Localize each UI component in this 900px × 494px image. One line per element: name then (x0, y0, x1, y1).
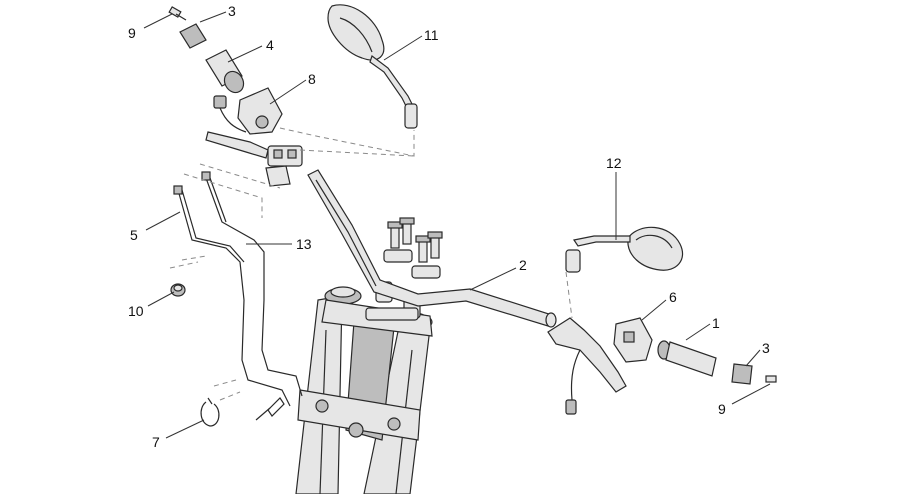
callout-3-right: 3 (762, 340, 770, 356)
callout-10: 10 (128, 303, 144, 319)
right-lever-assembly (547, 317, 627, 415)
left-switch-lever-assembly (205, 87, 303, 187)
callout-6: 6 (669, 289, 677, 305)
right-mirror (565, 226, 684, 273)
callout-9-top: 9 (128, 25, 136, 41)
front-fork-assembly (295, 281, 433, 494)
callout-8: 8 (308, 71, 316, 87)
callout-labels: 9 3 4 11 8 12 5 13 2 10 6 1 3 9 7 (128, 3, 770, 450)
callout-9-right: 9 (718, 401, 726, 417)
callout-11: 11 (424, 27, 439, 43)
leader-lines (143, 11, 771, 439)
clamp-bolts (383, 217, 443, 279)
callout-1: 1 (712, 315, 720, 331)
callout-13: 13 (296, 236, 312, 252)
callout-5: 5 (130, 227, 138, 243)
left-mirror (327, 4, 418, 129)
right-grip-assembly (657, 340, 777, 385)
callout-2: 2 (519, 257, 527, 273)
left-grip-assembly (168, 6, 245, 94)
callout-7: 7 (152, 434, 160, 450)
clip (200, 397, 220, 427)
callout-4: 4 (266, 37, 274, 53)
right-switch (613, 317, 653, 363)
callout-12: 12 (606, 155, 622, 171)
connection-guides (169, 127, 573, 401)
nut (170, 283, 186, 297)
callout-3-top: 3 (228, 3, 236, 19)
handlebar (307, 169, 557, 328)
throttle-cables (173, 171, 303, 421)
